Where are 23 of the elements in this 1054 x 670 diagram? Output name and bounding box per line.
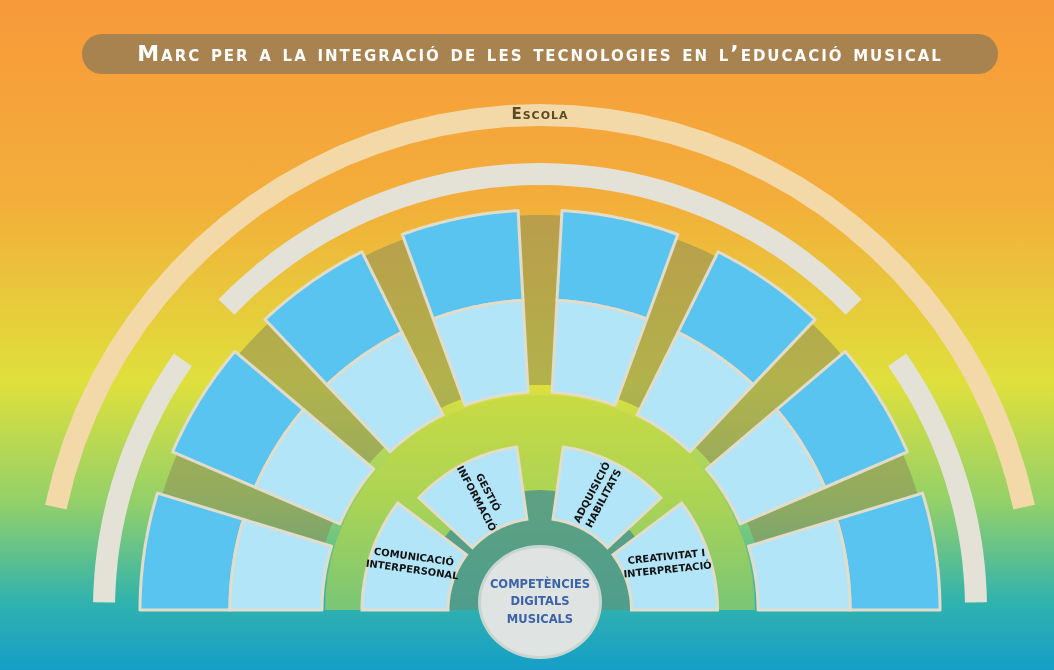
inner-segment bbox=[550, 299, 649, 407]
outer-segment bbox=[555, 209, 680, 321]
outer-segment bbox=[138, 491, 245, 612]
inner-segment bbox=[747, 517, 852, 612]
inner-segment bbox=[431, 299, 530, 407]
competence-sector bbox=[419, 446, 528, 548]
arc-band bbox=[218, 163, 862, 315]
inner-segment bbox=[635, 330, 755, 454]
outer-segment bbox=[263, 250, 404, 387]
inner-segment bbox=[704, 408, 827, 526]
outer-segment bbox=[835, 491, 942, 612]
center-label: COMPETÈNCIES DIGITALS MUSICALS bbox=[488, 576, 592, 628]
outer-segment bbox=[775, 349, 909, 489]
arc-band bbox=[888, 353, 987, 603]
outer-segment bbox=[171, 349, 305, 489]
arc-band bbox=[93, 353, 192, 603]
inner-segment bbox=[253, 408, 376, 526]
inner-segment bbox=[325, 330, 445, 454]
outer-segment bbox=[400, 209, 525, 321]
band-label: Escola bbox=[510, 105, 570, 124]
inner-segment bbox=[228, 517, 333, 612]
outer-segment bbox=[676, 250, 817, 387]
title-banner: Marc per a la integració de les tecnologies en l’educació musical bbox=[82, 34, 998, 74]
